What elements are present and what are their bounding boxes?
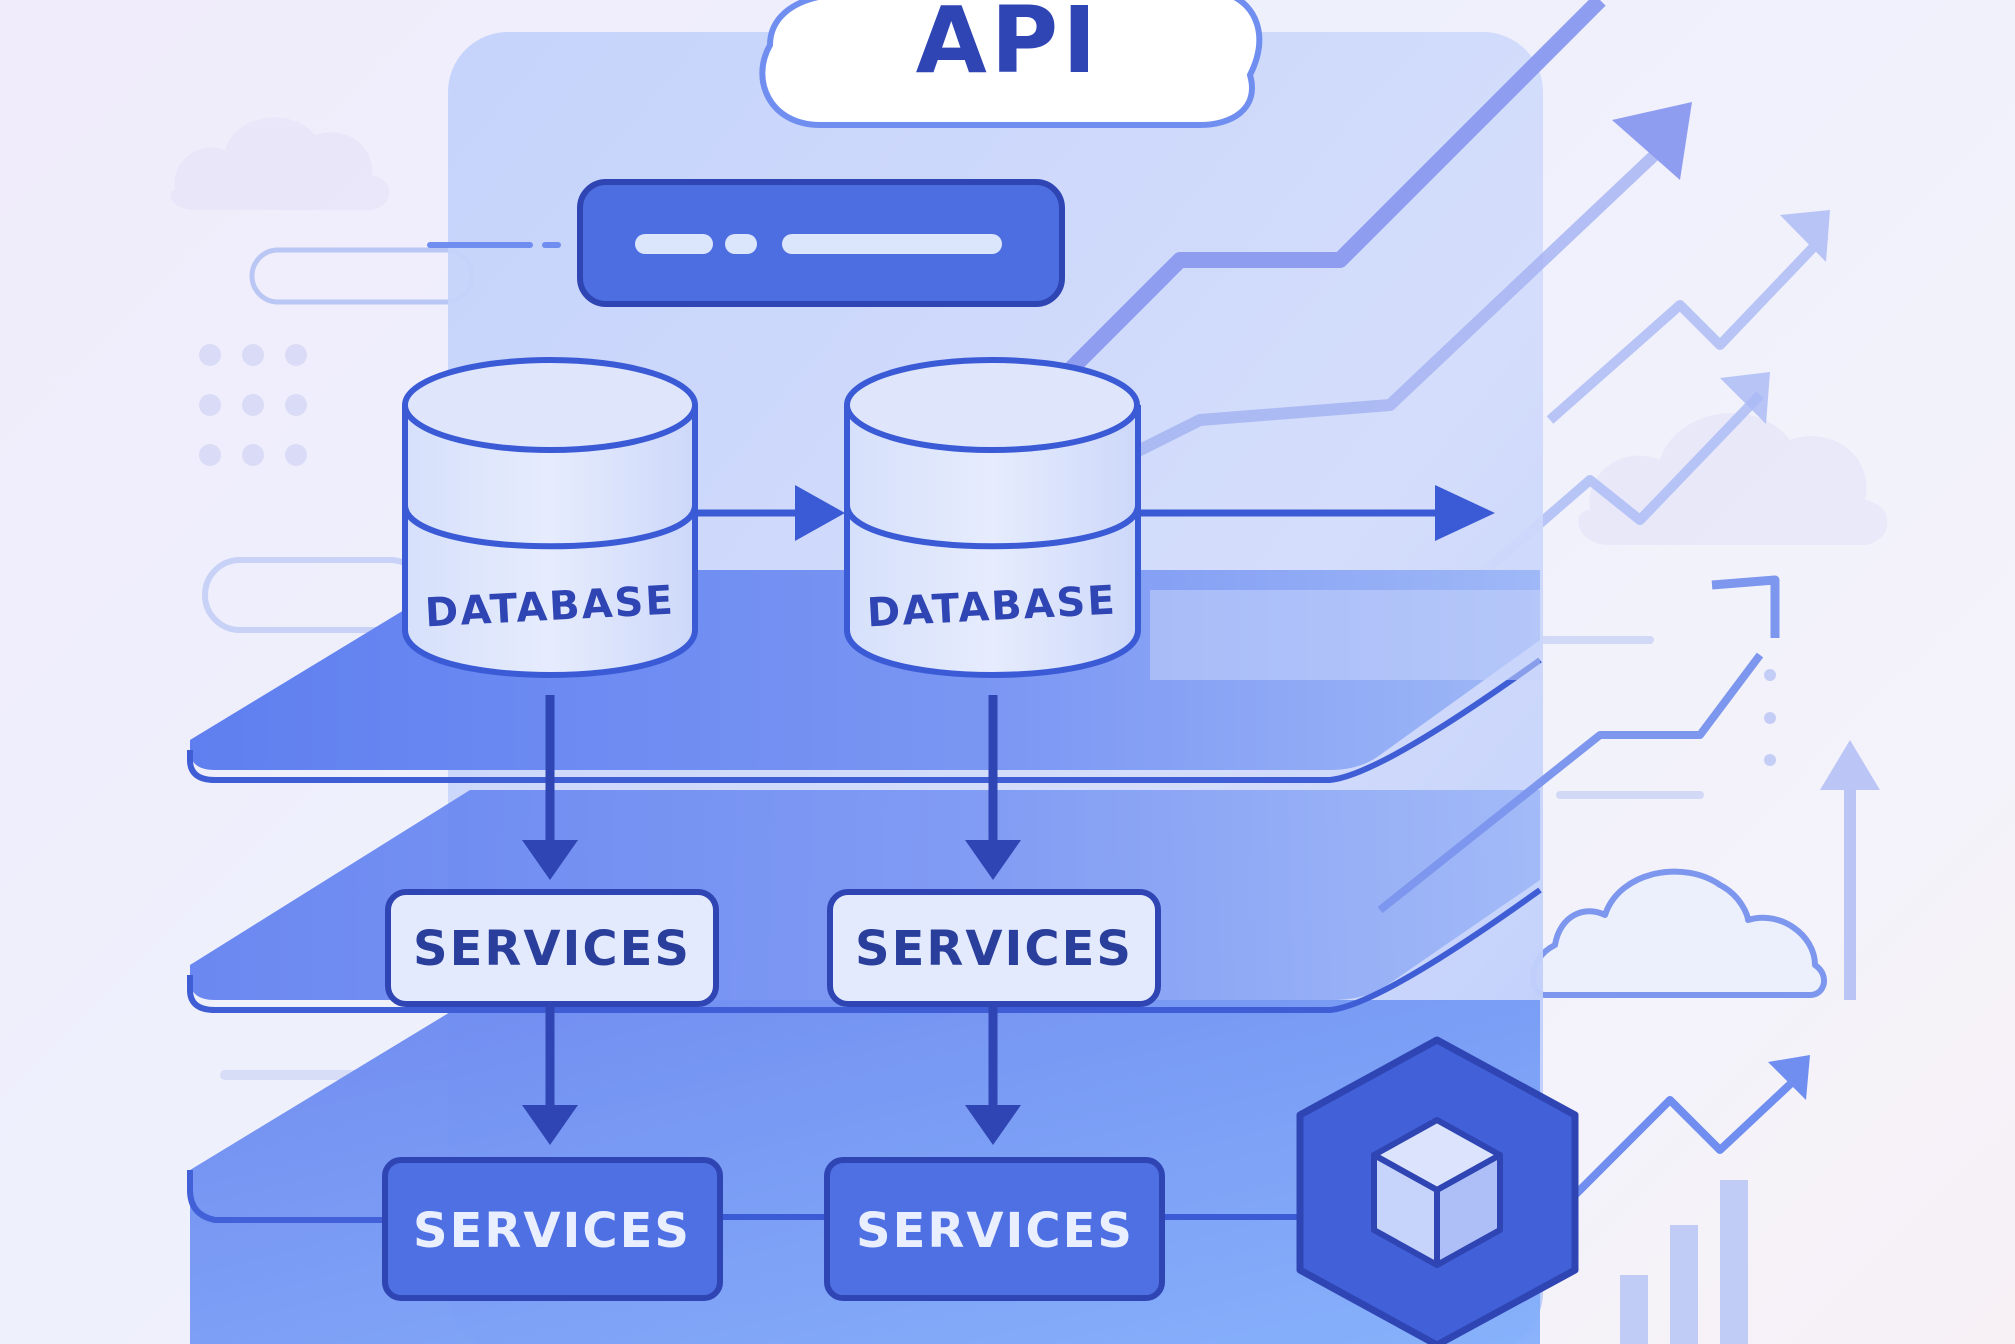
database-1: DATABASE [402, 357, 698, 678]
cloud-left-icon [170, 117, 390, 210]
trend-arrow-right-1 [1546, 231, 1829, 424]
trend-line-large [1054, 0, 1692, 476]
dot-grid [199, 344, 307, 466]
services-label: SERVICES [413, 921, 691, 977]
cube-hexagon-icon [1296, 1036, 1579, 1344]
services-label: SERVICES [855, 921, 1133, 977]
db-arrows [695, 485, 1495, 541]
trend-arrow-bottom [1567, 1072, 1803, 1203]
bar-chart-icon [1620, 1180, 1748, 1344]
api-label: API [916, 0, 1101, 94]
services-box-top-2: SERVICES [827, 889, 1161, 1007]
services-label: SERVICES [413, 1203, 691, 1259]
services-box-bottom-1: SERVICES [382, 1157, 723, 1301]
services-box-top-1: SERVICES [385, 889, 719, 1007]
flow-line-right [1377, 652, 1764, 914]
pill-decoration [249, 247, 475, 305]
left-decorations [170, 117, 485, 1080]
right-decorations [1436, 210, 1888, 1344]
vertical-arrows [522, 695, 1021, 1145]
request-bar [427, 179, 1065, 307]
database-2: DATABASE [844, 357, 1141, 678]
cloud-icon [1530, 868, 1827, 998]
api-cloud: API [759, 0, 1263, 128]
cloud-faded-icon [1578, 413, 1888, 545]
services-label: SERVICES [856, 1203, 1134, 1259]
services-box-bottom-2: SERVICES [824, 1157, 1165, 1301]
